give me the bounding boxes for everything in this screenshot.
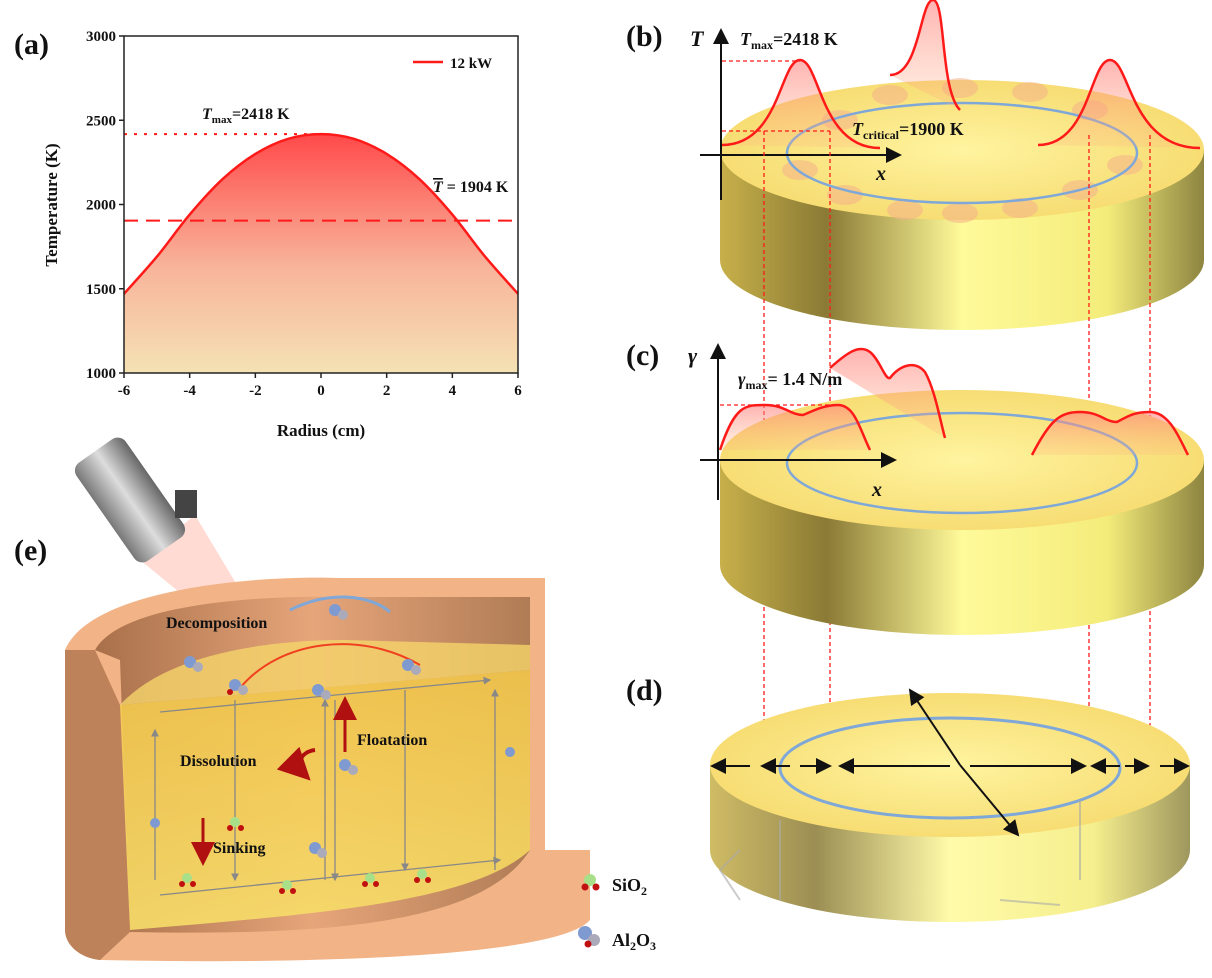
floatation-label: Floatation [357,732,427,749]
molecule-legend: SiO2 Al2O3 [578,874,656,953]
tmean-annotation: T = 1904 K [433,179,509,196]
melt-surface [120,640,530,705]
flow-circulation [785,101,1139,205]
al2o3-molecules [150,604,515,858]
sinking-label: Sinking [213,840,265,857]
panel-label-a: (a) [14,28,49,61]
crucible-cut-edge [65,650,130,960]
sio2-icon [584,874,596,886]
surface-flow-arrows [710,688,1190,837]
gamma-max-label: γmax= 1.4 N/m [738,369,842,392]
x-axis-label-c: x [871,479,882,501]
t-axis-label: T [690,26,705,51]
al2o3-icon [578,926,592,940]
temperature-peak-right [1037,58,1201,150]
decomposition-label: Decomposition [166,615,267,632]
x-axis-label-b: x [875,163,886,185]
y-tick-label: 3000 [86,29,116,45]
dissolution-arrow [276,746,316,781]
x-tick-label: 2 [383,383,391,399]
al2o3-legend-label: Al2O3 [612,930,656,953]
y-tick-label: 1500 [86,282,116,298]
flow-circulation [785,411,1139,515]
temperature-peak-back [889,0,961,111]
x-tick-label: -4 [183,383,196,399]
sio2-legend-label: SiO2 [612,875,647,898]
panel-c-surface-tension-disk: (c) γ x γmax= 1.4 N/m [626,339,1204,635]
y-tick-label: 2000 [86,198,116,214]
tension-profile-back [829,347,947,439]
surface-flow-arrow [289,595,391,614]
x-tick-label: -6 [118,383,131,399]
tmax-annotation: Tmax=2418 K [202,106,290,126]
plot-frame [123,35,519,374]
x-tick-label: 6 [514,383,522,399]
tension-profile-right [1030,410,1190,456]
tmax-label-b: Tmax=2418 K [740,29,838,52]
x-tick-label: 0 [317,383,325,399]
heat-contour [239,643,421,689]
y-axis-label: Temperature (K) [42,143,61,266]
internal-flow-arrows [718,800,1081,906]
legend-entry: 12 kW [450,56,492,72]
panel-label-e: (e) [14,534,47,567]
tcritical-label: Tcritical=1900 K [852,119,964,142]
x-tick-label: 4 [449,383,457,399]
panel-label-c: (c) [626,339,659,372]
x-axis-label: Radius (cm) [277,421,365,440]
series-line-12kw [123,132,519,295]
flow-circulation [778,716,1122,820]
gamma-axis-label: γ [688,343,698,368]
panel-e-crucible: (e) [14,437,590,962]
y-tick-label: 1000 [86,366,116,382]
area-fill [124,134,518,373]
legend: 12 kW [413,56,492,72]
sio2-molecules [179,817,431,894]
tension-profile-left [718,403,872,451]
x-tick-label: -2 [249,383,262,399]
temperature-peak-left [721,58,881,150]
panel-label-b: (b) [626,20,663,53]
y-tick-label: 2500 [86,113,116,129]
chart-panel-a: (a) -6 -4 -2 0 2 4 6 1000 1500 2000 2500 3000 Radiu… [14,28,522,440]
panel-b-temperature-disk: (b) T x Tmax=2418 K Tcritical=1900 K [626,0,1204,770]
dissolution-label: Dissolution [180,753,257,770]
panel-d-flow-disk: (d) [626,674,1190,922]
panel-label-d: (d) [626,674,663,707]
